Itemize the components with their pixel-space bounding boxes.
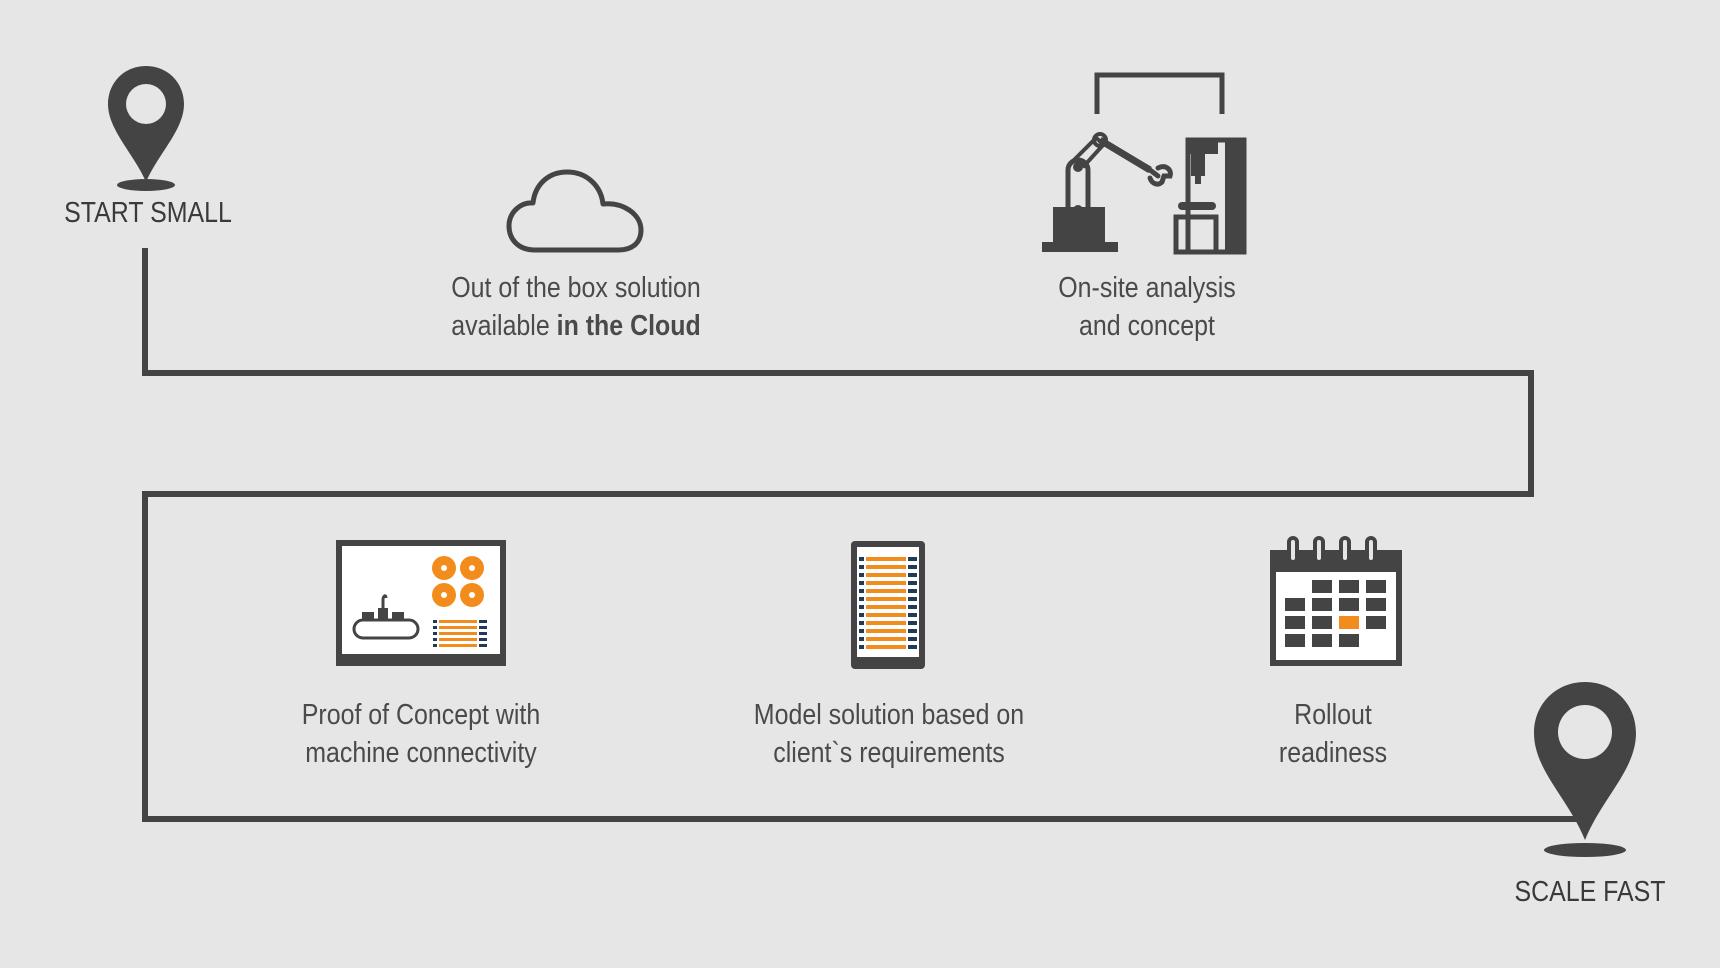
step-cloud-line2: available in the Cloud <box>447 307 705 345</box>
step-cloud-label: Out of the box solution available in the… <box>447 269 705 346</box>
step-onsite-line2: and concept <box>1079 310 1215 343</box>
step-cloud-line2-bold: in the Cloud <box>556 310 701 343</box>
start-pin-icon <box>108 66 184 191</box>
step-rollout-line2: readiness <box>1278 737 1388 770</box>
step-onsite-label: On-site analysis and concept <box>1021 269 1274 346</box>
step-model-label: Model solution based on client`s require… <box>747 696 1031 773</box>
step-rollout-line1: Rollout <box>1294 699 1372 731</box>
tablet-list-icon <box>851 541 925 669</box>
end-pin-icon <box>1534 682 1636 857</box>
step-model-line1: Model solution based on <box>753 699 1025 731</box>
step-onsite-line1: On-site analysis <box>1058 272 1236 304</box>
step-cloud-line1: Out of the box solution <box>451 272 701 304</box>
monitor-dashboard-icon <box>336 540 506 666</box>
calendar-icon <box>1270 536 1402 666</box>
end-milestone-label: SCALE FAST <box>1514 876 1666 908</box>
step-poc-label: Proof of Concept with machine connectivi… <box>288 696 555 773</box>
start-milestone-label: START SMALL <box>64 197 232 229</box>
step-poc-line1: Proof of Concept with <box>301 699 541 731</box>
step-cloud-line2-prefix: available <box>451 310 557 343</box>
step-poc-line2: machine connectivity <box>305 737 537 770</box>
step-rollout-label: Rollout readiness <box>1204 696 1462 773</box>
cloud-icon <box>506 169 644 253</box>
robot-arm-icon <box>1042 72 1247 255</box>
step-model-line2: client`s requirements <box>773 737 1005 770</box>
